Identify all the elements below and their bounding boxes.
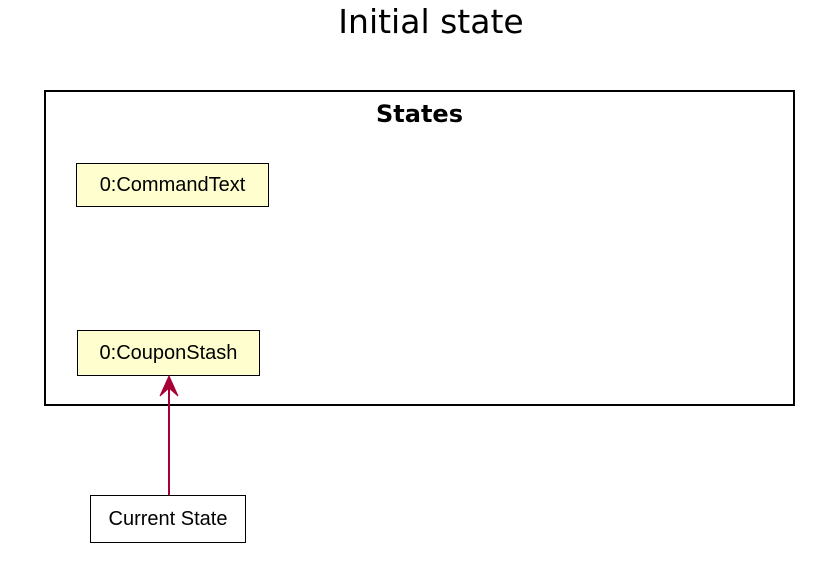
states-package: States [44, 90, 795, 406]
states-package-label: States [376, 100, 463, 128]
commandtext-object: 0:CommandText [76, 163, 269, 207]
couponstash-object: 0:CouponStash [77, 330, 260, 376]
diagram-title: Initial state [338, 2, 524, 41]
current-state-pointer: Current State [90, 495, 246, 543]
